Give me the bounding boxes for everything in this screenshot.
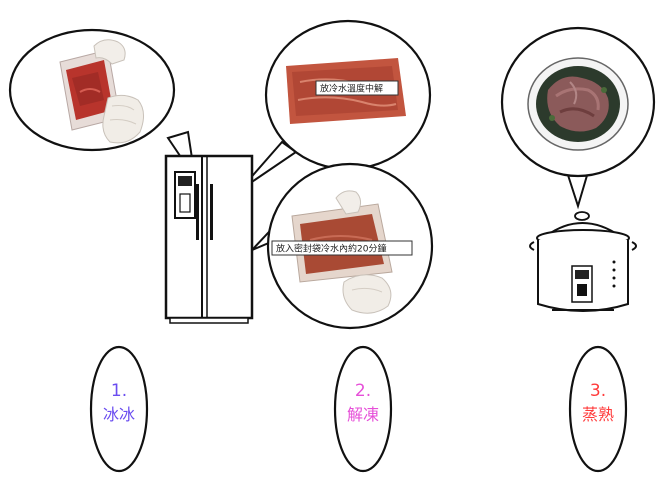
step-1: 1. 冰冰 <box>91 347 147 471</box>
bubble-steam-tail <box>567 172 588 206</box>
step-3: 3. 蒸熟 <box>570 347 626 471</box>
step-1-label: 冰冰 <box>103 405 135 424</box>
step-2-number: 2. <box>355 381 371 401</box>
water-thaw-caption-text: 放入密封袋冷水內約20分鐘 <box>276 243 386 255</box>
bubble-steam <box>502 28 654 206</box>
refrigerator-icon <box>166 156 252 323</box>
step-2: 2. 解凍 <box>335 347 391 471</box>
water-thaw-caption: 放入密封袋冷水內約20分鐘 <box>272 241 412 255</box>
fridge-thaw-caption-text: 放冷水溫度中解 <box>320 83 383 95</box>
step-1-number: 1. <box>111 381 127 401</box>
step-3-number: 3. <box>590 381 606 401</box>
fridge-thaw-caption: 放冷水溫度中解 <box>316 81 398 95</box>
step-2-label: 解凍 <box>347 405 379 424</box>
rice-cooker-icon <box>530 212 636 311</box>
steamed-meat-bowl-icon <box>528 58 628 150</box>
step-3-label: 蒸熟 <box>582 405 614 424</box>
bubble-thaw-water: 放入密封袋冷水內約20分鐘 <box>252 164 432 328</box>
